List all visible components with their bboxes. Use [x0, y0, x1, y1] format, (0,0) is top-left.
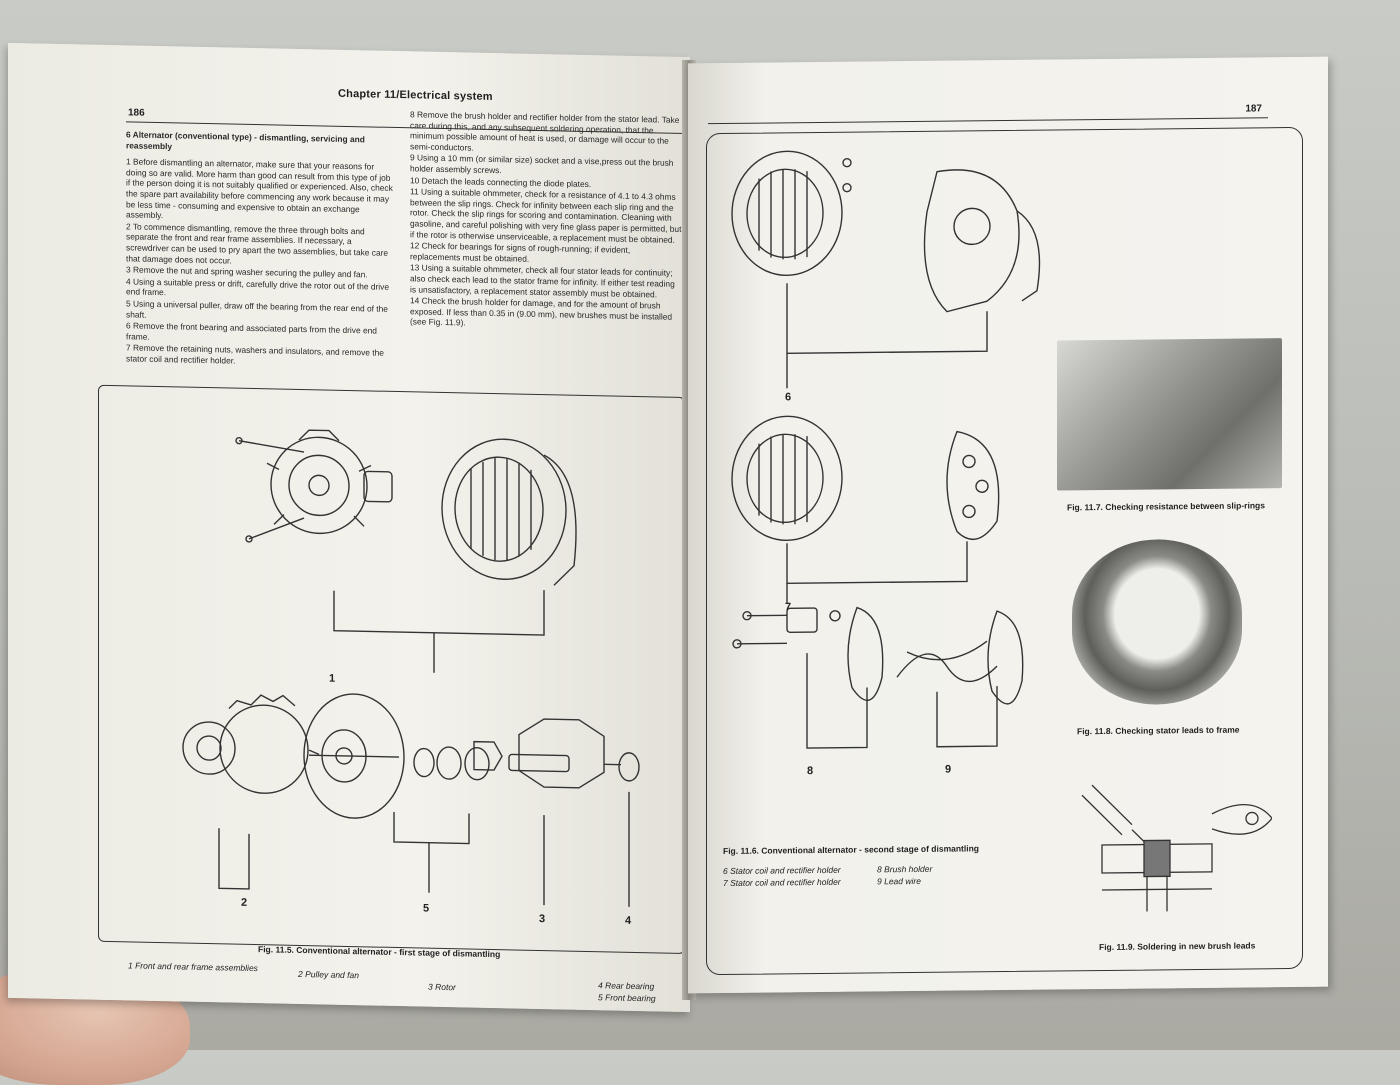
- paragraph: 11 Using a suitable ohmmeter, check for …: [410, 186, 682, 245]
- legend-item-2: 2 Pulley and fan: [298, 969, 359, 980]
- photo-stator-leads-test: [1072, 539, 1242, 706]
- page-number-right: 187: [1245, 103, 1262, 114]
- callout-6: 6: [785, 391, 791, 403]
- paragraph: 13 Using a suitable ohmmeter, check all …: [410, 263, 682, 300]
- paragraph: 7 Remove the retaining nuts, washers and…: [126, 343, 394, 370]
- soldering-drawing: [1072, 773, 1272, 915]
- legend-item-1: 1 Front and rear frame assemblies: [128, 960, 258, 973]
- figure-11-6-frame: 6 7 8 9 Fig. 11.6. Conventional alternat…: [706, 127, 1303, 975]
- right-page: 187: [688, 57, 1328, 994]
- text-column-a: 6 Alternator (conventional type) - disma…: [126, 129, 394, 370]
- callout-9: 9: [945, 764, 951, 776]
- header-rule-right: [708, 117, 1268, 124]
- photo-caption-11-7: Fig. 11.7. Checking resistance between s…: [1067, 500, 1265, 512]
- legend-item-4: 4 Rear bearing: [598, 980, 654, 991]
- open-book: Chapter 11/Electrical system 186 6 Alter…: [0, 0, 1400, 1050]
- legend-item-6: 6 Stator coil and rectifier holder: [723, 865, 841, 876]
- legend-item-5: 5 Front bearing: [598, 992, 656, 1003]
- figure-caption-11-6: Fig. 11.6. Conventional alternator - sec…: [723, 843, 979, 856]
- paragraph: 2 To commence dismantling, remove the th…: [126, 221, 394, 269]
- alternator-second-stage-drawing: [707, 131, 1047, 835]
- legend-item-7: 7 Stator coil and rectifier holder: [723, 877, 841, 888]
- page-number-left: 186: [128, 107, 145, 118]
- callout-1: 1: [329, 673, 335, 685]
- figure-11-5: 1 2 3 4 5: [98, 385, 685, 954]
- paragraph: 14 Check the brush holder for damage, an…: [410, 295, 682, 332]
- photo-caption-11-8: Fig. 11.8. Checking stator leads to fram…: [1077, 725, 1240, 737]
- callout-2: 2: [241, 897, 247, 909]
- photo-slip-ring-test: [1057, 338, 1282, 490]
- legend-item-3: 3 Rotor: [428, 982, 456, 993]
- callout-5: 5: [423, 903, 429, 915]
- legend-item-8: 8 Brush holder: [877, 864, 932, 875]
- chapter-header: Chapter 11/Electrical system: [338, 88, 493, 103]
- text-column-b: 8 Remove the brush holder and rectifier …: [410, 109, 682, 334]
- callout-4: 4: [625, 915, 631, 927]
- callout-7: 7: [785, 601, 791, 613]
- alternator-exploded-drawing: [99, 386, 684, 953]
- section-heading: 6 Alternator (conventional type) - disma…: [126, 129, 394, 156]
- callout-8: 8: [807, 765, 813, 777]
- callout-3: 3: [539, 913, 545, 925]
- legend-item-9: 9 Lead wire: [877, 876, 921, 886]
- paragraph: 8 Remove the brush holder and rectifier …: [410, 109, 682, 157]
- left-page: Chapter 11/Electrical system 186 6 Alter…: [8, 43, 690, 1012]
- paragraph: 1 Before dismantling an alternator, make…: [126, 157, 394, 226]
- photo-caption-11-9: Fig. 11.9. Soldering in new brush leads: [1099, 940, 1255, 952]
